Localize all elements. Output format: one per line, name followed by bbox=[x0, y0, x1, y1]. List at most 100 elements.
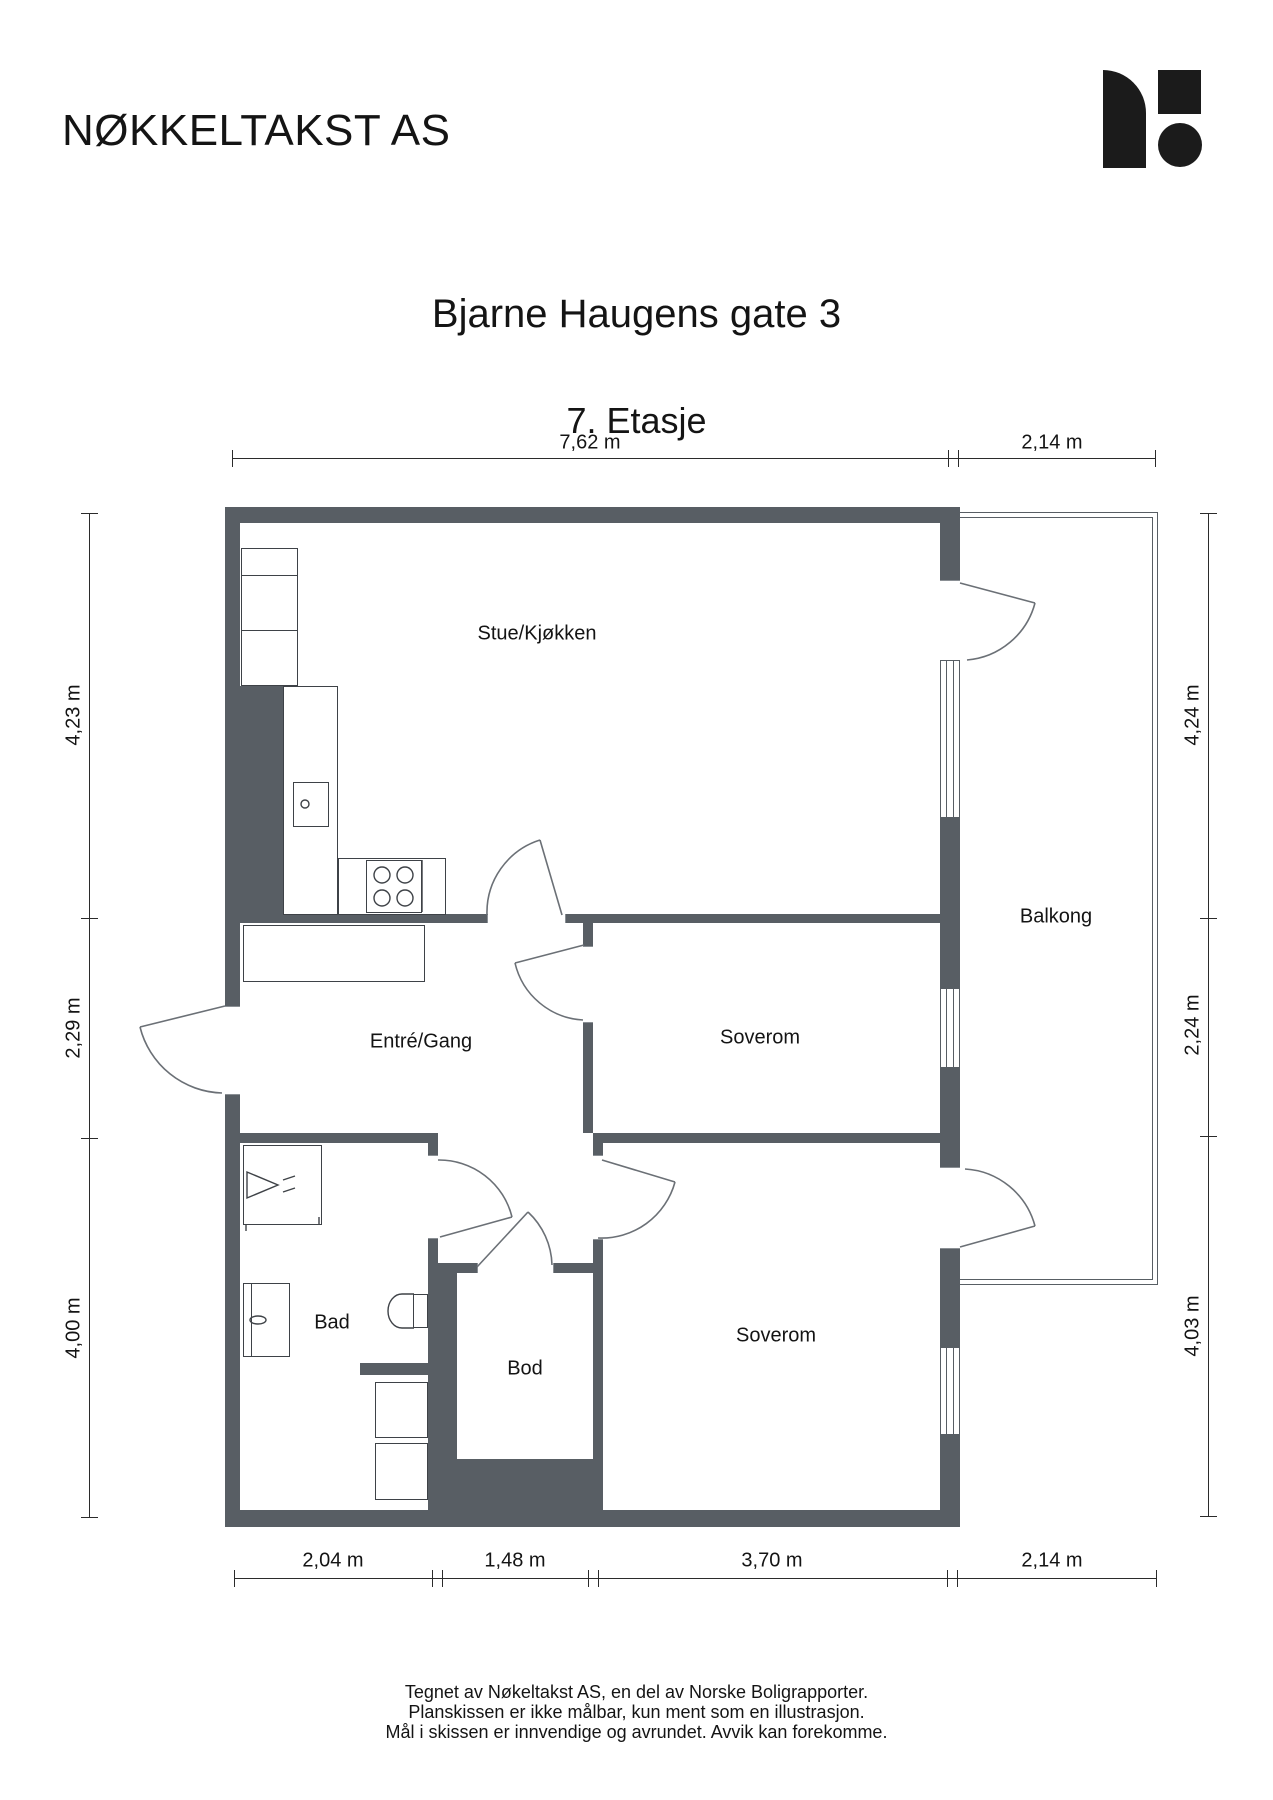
dim-tick bbox=[442, 1570, 444, 1587]
wall-bath-right-lower bbox=[428, 1237, 438, 1510]
room-label-living: Stue/Kjøkken bbox=[477, 622, 597, 645]
door-bath-arc bbox=[437, 1159, 513, 1218]
dim-tick bbox=[1200, 513, 1217, 515]
dim-label-top-1: 7,62 m bbox=[559, 431, 621, 454]
footer-line-2: Planskissen er ikke målbar, kun ment som… bbox=[408, 1702, 865, 1722]
dim-label-bottom-2: 1,48 m bbox=[484, 1549, 546, 1572]
dim-tick bbox=[234, 1570, 236, 1587]
window-bedroom2-glass bbox=[946, 1348, 954, 1434]
opening-bedroom2-door bbox=[593, 1155, 603, 1240]
dim-label-right-3: 4,03 m bbox=[1181, 1295, 1204, 1357]
dim-tick bbox=[598, 1570, 600, 1587]
opening-balcony-door-1 bbox=[940, 580, 960, 662]
footer-disclaimer: Tegnet av Nøkeltakst AS, en del av Norsk… bbox=[0, 1682, 1273, 1742]
door-bath-leaf bbox=[439, 1216, 513, 1238]
opening-living-hall bbox=[487, 914, 566, 923]
wall-storage-top-right bbox=[552, 1263, 593, 1273]
wall-left-lower bbox=[225, 1093, 240, 1527]
door-living-arc bbox=[486, 839, 541, 916]
window-living-glass bbox=[946, 661, 954, 817]
wall-bedrooms-divider bbox=[593, 1133, 940, 1143]
wall-bath-top bbox=[240, 1133, 438, 1143]
property-address: Bjarne Haugens gate 3 bbox=[431, 292, 842, 336]
dim-tick bbox=[1156, 1570, 1158, 1587]
bath-wardrobe-cabinet bbox=[243, 1145, 322, 1225]
room-label-balcony: Balkong bbox=[1019, 905, 1093, 928]
dim-label-bottom-4: 2,14 m bbox=[1021, 1549, 1083, 1572]
nokkeltakst-logo-icon bbox=[1103, 70, 1146, 168]
dim-label-bottom-1: 2,04 m bbox=[302, 1549, 364, 1572]
bath-vanity-inner-line bbox=[251, 1284, 253, 1356]
wall-right-seg2 bbox=[940, 818, 960, 988]
kitchen-stove bbox=[366, 860, 422, 913]
wall-living-hall-right bbox=[564, 914, 940, 923]
dim-tick bbox=[588, 1570, 590, 1587]
dim-tick bbox=[232, 450, 234, 467]
dim-label-left-3: 4,00 m bbox=[62, 1297, 85, 1359]
window-bedroom1-glass bbox=[946, 989, 954, 1067]
wall-top bbox=[225, 507, 960, 523]
dim-tick bbox=[1200, 1136, 1217, 1138]
wall-right-seg3 bbox=[940, 1068, 960, 1167]
toilet-tank bbox=[413, 1294, 428, 1328]
dim-tick bbox=[81, 513, 98, 515]
room-label-bedroom1: Soverom bbox=[719, 1026, 801, 1049]
dim-label-left-1: 4,23 m bbox=[62, 684, 85, 746]
wall-storage-right-lower bbox=[593, 1238, 603, 1510]
wall-bath-partition-stub bbox=[360, 1363, 428, 1375]
nokkeltakst-logo-square-icon bbox=[1158, 70, 1201, 114]
wall-bath-right-stub bbox=[428, 1143, 438, 1155]
wall-nook-mass bbox=[438, 1263, 457, 1510]
room-label-bedroom2: Soverom bbox=[735, 1324, 817, 1347]
wall-hall-bedroom1-stub bbox=[583, 923, 593, 946]
dim-tick bbox=[81, 918, 98, 920]
wall-storage-top-left bbox=[457, 1263, 477, 1273]
door-entry-arc bbox=[139, 1026, 223, 1094]
wall-kitchen-niche-mass bbox=[240, 686, 283, 923]
door-bedroom1-arc bbox=[514, 962, 584, 1021]
dim-label-left-2: 2,29 m bbox=[62, 997, 85, 1059]
wall-right-seg1 bbox=[940, 507, 960, 583]
dim-tick bbox=[947, 1570, 949, 1587]
washer-unit-1 bbox=[375, 1382, 428, 1438]
dim-tick bbox=[1200, 1516, 1217, 1518]
dim-label-right-2: 2,24 m bbox=[1181, 994, 1204, 1056]
wall-hall-bedroom1-lower bbox=[583, 1021, 593, 1133]
cabinet-divider-1 bbox=[242, 575, 297, 577]
dim-tick bbox=[948, 450, 950, 467]
room-label-hall: Entré/Gang bbox=[369, 1030, 473, 1053]
balcony-outline-outer bbox=[960, 512, 1158, 1285]
wall-storage-bottom-mass bbox=[438, 1459, 603, 1510]
door-storage-arc bbox=[527, 1211, 553, 1266]
dim-label-bottom-3: 3,70 m bbox=[741, 1549, 803, 1572]
dim-tick bbox=[432, 1570, 434, 1587]
wall-left-upper bbox=[225, 507, 240, 1006]
door-bedroom2-arc bbox=[597, 1181, 676, 1239]
dim-label-right-1: 4,24 m bbox=[1181, 684, 1204, 746]
kitchen-tall-cabinets bbox=[241, 548, 298, 686]
dim-tick bbox=[958, 450, 960, 467]
wall-right-seg4 bbox=[940, 1247, 960, 1347]
dim-tick bbox=[957, 1570, 959, 1587]
dim-label-top-2: 2,14 m bbox=[1021, 431, 1083, 454]
dim-line-top bbox=[232, 458, 1156, 460]
door-entry-leaf bbox=[139, 1005, 226, 1028]
floor-title: 7. Etasje bbox=[566, 400, 707, 441]
opening-entry-door bbox=[225, 1006, 240, 1095]
room-label-storage: Bod bbox=[507, 1357, 543, 1380]
dim-line-left bbox=[89, 513, 91, 1518]
wall-living-hall-left bbox=[240, 914, 487, 923]
room-label-bath: Bad bbox=[314, 1311, 350, 1334]
door-bedroom1-leaf bbox=[514, 944, 585, 964]
company-name: NØKKELTAKST AS bbox=[62, 106, 451, 155]
wall-bottom bbox=[225, 1510, 960, 1527]
nokkeltakst-logo-circle-icon bbox=[1158, 123, 1202, 167]
door-living-leaf bbox=[539, 839, 563, 916]
door-bedroom2-leaf bbox=[601, 1159, 676, 1183]
dim-tick bbox=[1155, 450, 1157, 467]
opening-storage-door bbox=[477, 1263, 554, 1273]
wall-right-seg5 bbox=[940, 1435, 960, 1527]
footer-line-3: Mål i skissen er innvendige og avrundet.… bbox=[385, 1722, 888, 1742]
balcony-outline-inner bbox=[960, 517, 1153, 1280]
